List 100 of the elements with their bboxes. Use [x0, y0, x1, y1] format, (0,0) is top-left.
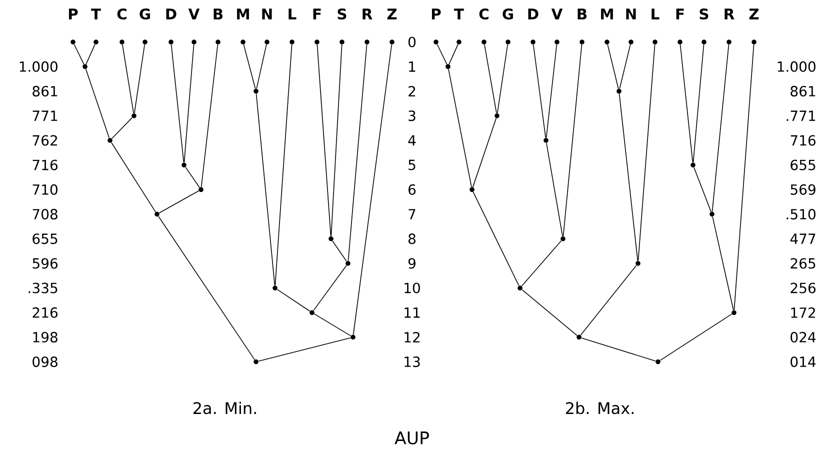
similarity-value: 861	[790, 86, 816, 96]
leaf-letter: V	[188, 8, 200, 20]
branch-line	[638, 44, 656, 262]
step-number: 10	[404, 282, 420, 294]
branch-line	[330, 44, 342, 237]
branch-line	[243, 44, 256, 89]
branch-line	[472, 192, 520, 286]
leaf-letter: M	[237, 8, 249, 20]
leaf-letter: Z	[749, 8, 759, 20]
branch-line	[256, 93, 276, 286]
similarity-value: 014	[790, 356, 816, 368]
branch-line	[276, 289, 310, 312]
leaf-letter: C	[117, 8, 126, 20]
branch-line	[607, 44, 619, 89]
similarity-value: 655	[32, 234, 58, 244]
step-number: 9	[408, 258, 416, 269]
step-number: 0	[408, 36, 416, 48]
leaf-letter: V	[551, 8, 563, 20]
figure-caption: AUP	[394, 432, 429, 444]
similarity-value: 596	[32, 258, 58, 269]
branch-line	[170, 44, 184, 163]
branch-line	[184, 44, 194, 163]
similarity-value: 708	[32, 208, 58, 220]
step-number: 2	[408, 86, 416, 96]
similarity-value: 762	[32, 135, 57, 146]
branch-line	[692, 44, 704, 163]
leaf-letter: R	[724, 8, 734, 20]
branch-line	[134, 44, 146, 114]
similarity-value: 256	[790, 282, 816, 294]
leaf-letter: L	[652, 8, 660, 20]
leaf-letter: T	[454, 8, 464, 20]
branch-line	[472, 118, 497, 188]
similarity-value: .510	[786, 208, 816, 220]
similarity-value: 716	[790, 135, 816, 146]
leaf-letter: D	[166, 8, 176, 20]
branch-line	[734, 44, 754, 310]
branch-line	[546, 44, 558, 138]
step-number: 12	[404, 332, 420, 342]
leaf-letter: C	[479, 8, 488, 20]
branch-line	[484, 44, 497, 114]
branch-line	[581, 338, 656, 362]
branch-line	[316, 44, 332, 237]
similarity-value: 771	[32, 110, 58, 121]
branch-line	[580, 265, 637, 336]
similarity-value: 716	[32, 160, 58, 170]
step-number: 4	[408, 135, 416, 146]
leaf-letter: F	[313, 8, 321, 20]
leaf-letter: P	[68, 8, 78, 20]
step-number: 8	[408, 234, 416, 244]
branch-line	[448, 68, 472, 188]
similarity-value: 265	[790, 258, 816, 269]
branch-line	[521, 240, 562, 286]
step-number: 3	[408, 110, 416, 122]
branch-line	[562, 44, 582, 237]
branch-line	[314, 314, 352, 336]
branch-line	[185, 166, 200, 188]
branch-line	[497, 44, 508, 114]
step-number: 6	[408, 184, 416, 195]
branch-line	[694, 167, 712, 212]
similarity-value: 710	[32, 184, 58, 195]
similarity-value: 098	[32, 356, 58, 368]
similarity-value: 172	[791, 307, 815, 318]
branch-line	[680, 44, 694, 163]
leaf-letter: D	[528, 8, 538, 20]
branch-line	[332, 240, 347, 262]
branch-line	[86, 44, 96, 65]
leaf-letter: P	[432, 8, 441, 20]
leaf-letter: T	[91, 8, 101, 20]
leaf-letter: G	[140, 8, 150, 20]
branch-line	[352, 44, 392, 335]
branch-line	[122, 44, 134, 114]
branch-line	[74, 44, 84, 65]
branch-line	[256, 44, 267, 89]
branch-line	[200, 44, 218, 188]
branch-line	[618, 93, 638, 262]
similarity-value: 477	[790, 234, 816, 244]
similarity-value: 569	[790, 184, 816, 195]
branch-line	[274, 44, 292, 286]
step-number: 5	[408, 160, 416, 170]
step-number: 7	[408, 209, 416, 220]
branch-line	[619, 44, 631, 89]
branch-line	[111, 117, 133, 139]
leaf-letter: Z	[387, 8, 397, 20]
similarity-value: 861	[32, 86, 58, 96]
branch-line	[436, 44, 448, 65]
branch-line	[448, 44, 458, 65]
similarity-value: 1.000	[20, 61, 58, 72]
branch-line	[660, 314, 732, 361]
branch-line	[546, 142, 563, 237]
branch-line	[313, 265, 347, 311]
leaf-letter: F	[676, 8, 684, 20]
step-number: 13	[404, 356, 420, 368]
step-number: 1	[409, 61, 416, 72]
branch-line	[712, 44, 730, 212]
leaf-letter: M	[601, 8, 613, 20]
similarity-value: 024	[790, 332, 816, 342]
leaf-letter: B	[214, 8, 223, 20]
branch-line	[258, 337, 351, 362]
branch-line	[111, 142, 156, 212]
similarity-value: 1.000	[778, 61, 816, 72]
